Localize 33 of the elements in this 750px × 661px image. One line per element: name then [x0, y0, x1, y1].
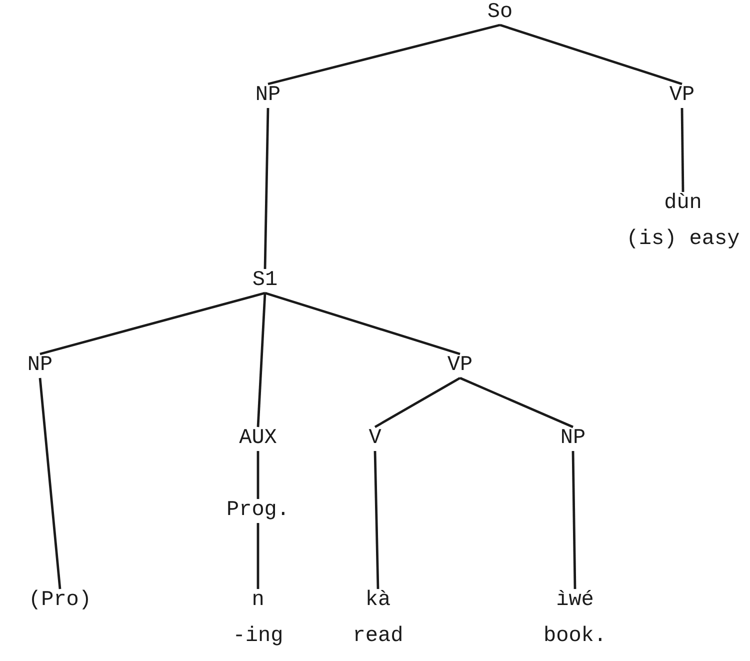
tree-label: kà — [365, 590, 391, 612]
tree-branch — [268, 24, 500, 86]
tree-branch — [374, 376, 461, 428]
tree-label: (Pro) — [28, 590, 92, 612]
tree-branch — [256, 292, 266, 428]
gloss-text: read — [352, 626, 404, 648]
tree-branch — [264, 108, 270, 270]
tree-label: Prog. — [226, 500, 290, 522]
tree-branch — [680, 108, 684, 192]
tree-branch — [500, 24, 682, 86]
tree-label: ìwé — [556, 590, 594, 612]
tree-branch — [460, 376, 574, 428]
gloss-text: -ing — [232, 626, 284, 648]
tree-label: So — [487, 2, 513, 24]
tree-label: V — [368, 428, 382, 450]
tree-branch — [264, 292, 460, 356]
tree-branch — [256, 523, 260, 589]
tree-label: dùn — [664, 193, 702, 215]
tree-label: AUX — [239, 428, 277, 450]
tree-branch — [38, 378, 62, 590]
gloss-text: book. — [544, 626, 606, 648]
tree-label: S1 — [252, 270, 278, 292]
tree-branch — [572, 450, 576, 590]
tree-branch — [374, 450, 380, 590]
gloss-text: (is) easy — [626, 229, 740, 251]
tree-label: VP — [447, 355, 473, 377]
tree-label: NP — [560, 428, 586, 450]
tree-label: NP — [255, 85, 281, 107]
tree-label: NP — [27, 355, 53, 377]
tree-branch — [256, 451, 260, 499]
tree-label: n — [252, 590, 264, 612]
tree-label: VP — [669, 85, 695, 107]
tree-branch — [40, 292, 266, 356]
